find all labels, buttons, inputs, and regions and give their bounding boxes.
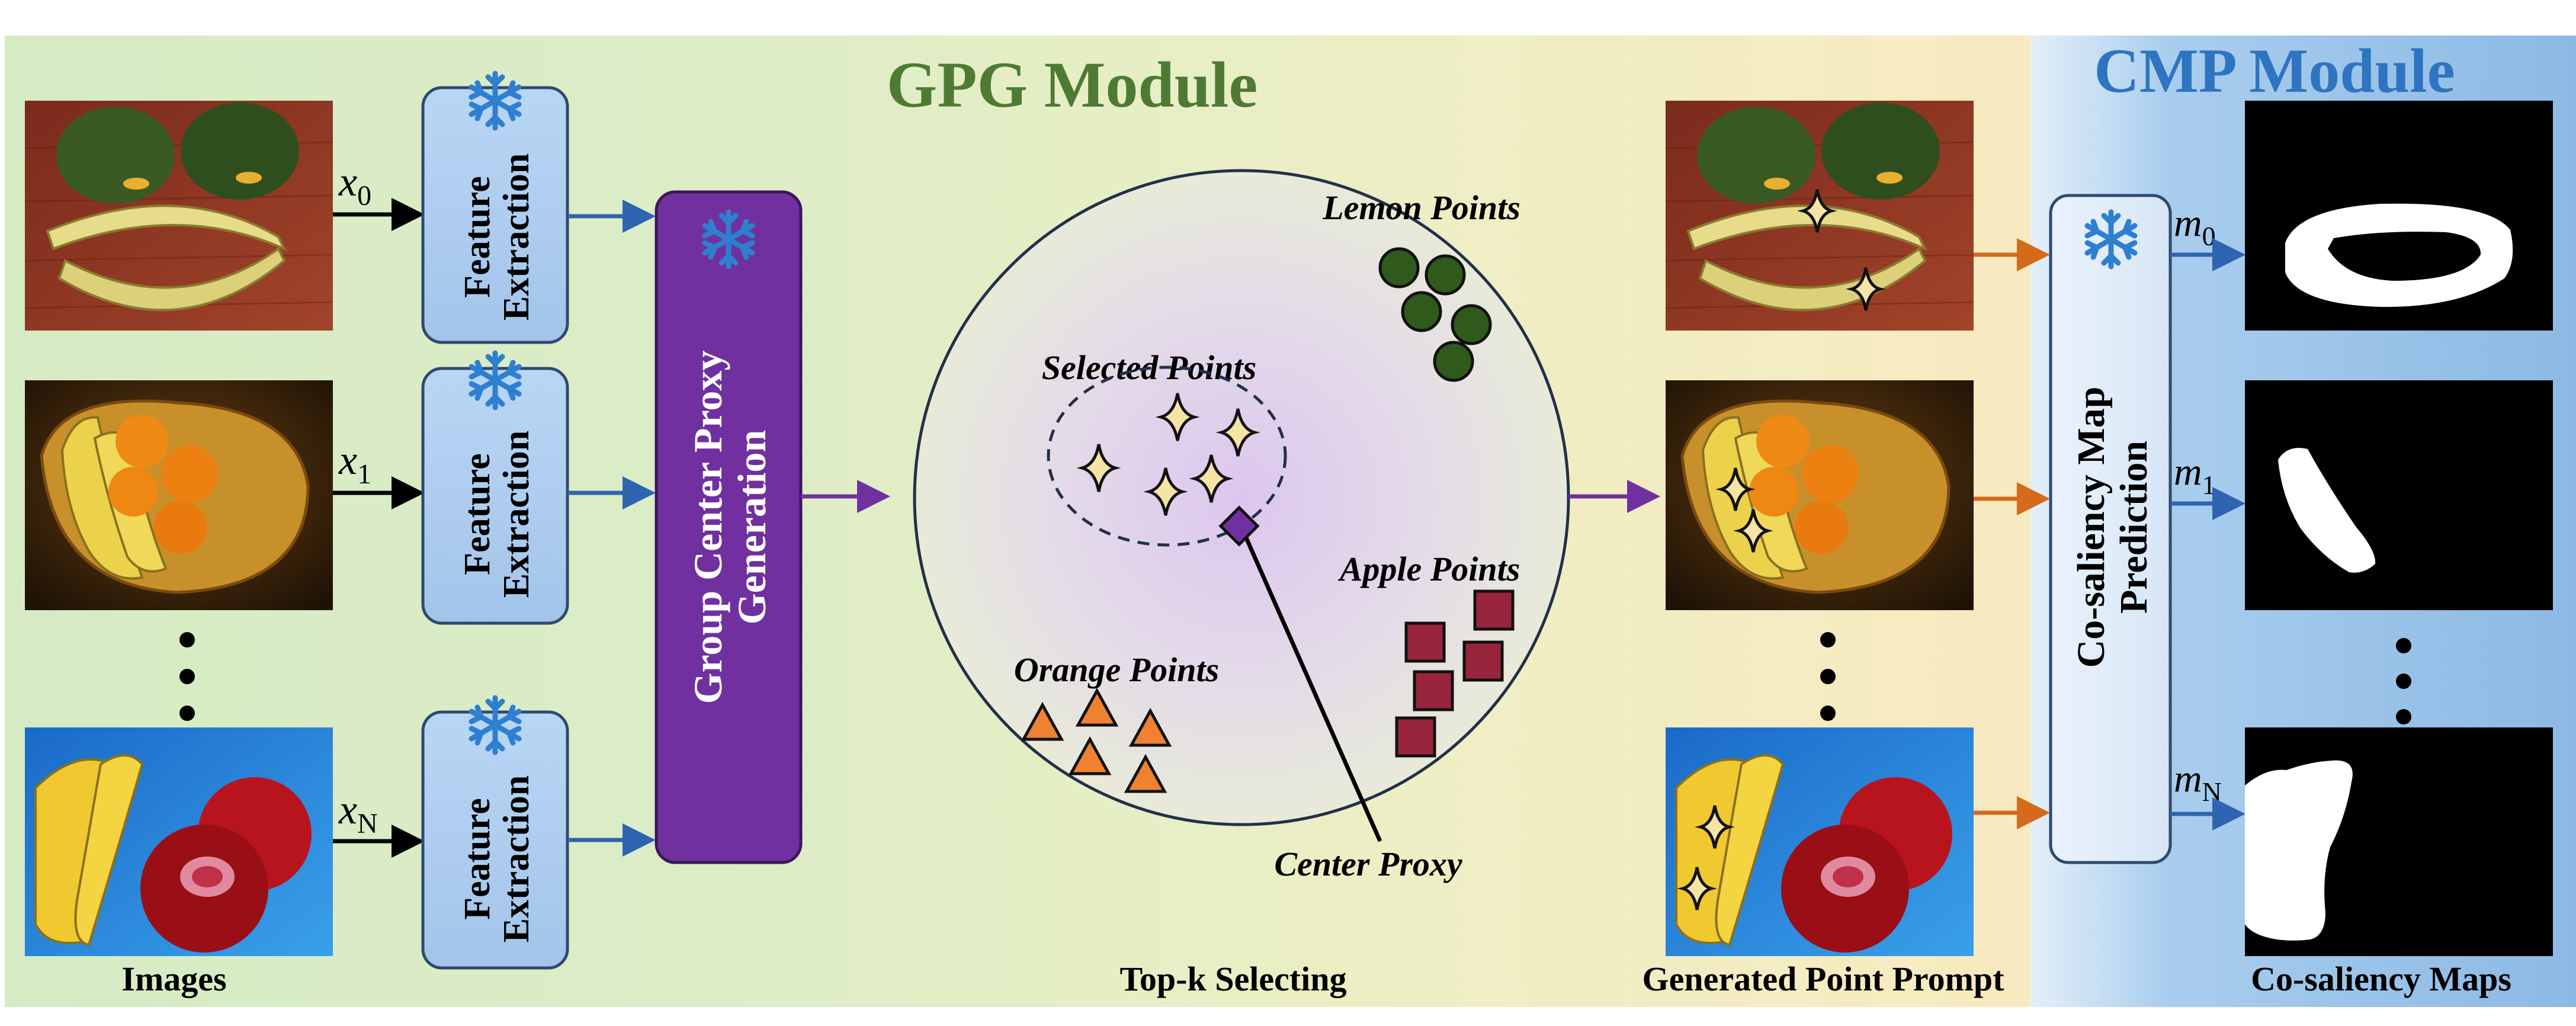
- co-saliency-map-prediction-box: Co-saliency Map Prediction: [2049, 194, 2172, 864]
- prompt-caption: Generated Point Prompt: [1642, 960, 2004, 998]
- output-label-m1: m1: [2174, 450, 2216, 500]
- svg-text:mN: mN: [2174, 757, 2222, 807]
- center-proxy-marker: [1218, 505, 1382, 842]
- input-ellipsis: [179, 632, 195, 721]
- svg-text:Generation: Generation: [729, 430, 774, 625]
- co-saliency-map-2: [2245, 380, 2553, 610]
- output-label-mN: mN: [2174, 757, 2222, 807]
- svg-text:Group Center Proxy: Group Center Proxy: [685, 351, 730, 704]
- input-image-2: [25, 380, 333, 610]
- svg-text:Co-saliency Map: Co-saliency Map: [2070, 387, 2113, 668]
- svg-text:Feature: Feature: [457, 798, 498, 919]
- svg-text:Extraction: Extraction: [496, 775, 537, 942]
- co-saliency-map-3: [2245, 727, 2553, 956]
- feature-extraction-box-3: Feature Extraction: [421, 698, 569, 970]
- center-proxy-label: Center Proxy: [1274, 845, 1462, 883]
- svg-text:Extraction: Extraction: [496, 431, 537, 598]
- orange-points: [1021, 687, 1172, 793]
- gpg-module-title: GPG Module: [887, 49, 1257, 121]
- group-center-proxy-box: Group Center Proxy Generation: [655, 190, 803, 864]
- feature-extraction-box-1: Feature Extraction: [421, 73, 569, 344]
- prompt-ellipsis: [1820, 632, 1836, 721]
- output-label-m0: m0: [2174, 201, 2216, 251]
- apple-points: [1395, 589, 1515, 758]
- svg-text:Extraction: Extraction: [496, 153, 537, 320]
- co-saliency-maps-caption: Co-saliency Maps: [2251, 960, 2511, 998]
- apple-points-label: Apple Points: [1338, 550, 1520, 588]
- images-caption: Images: [121, 960, 226, 998]
- input-image-3: [25, 727, 333, 956]
- svg-text:x1: x1: [338, 438, 371, 490]
- svg-text:m1: m1: [2174, 450, 2216, 500]
- lemon-points: [1378, 247, 1492, 382]
- svg-text:x0: x0: [338, 159, 371, 211]
- co-saliency-map-1: [2245, 101, 2553, 331]
- svg-text:Prediction: Prediction: [2112, 441, 2155, 614]
- input-image-1: [24, 101, 333, 331]
- svg-text:m0: m0: [2174, 201, 2216, 251]
- prompt-image-3: [1666, 727, 1974, 956]
- input-label-x1: x1: [338, 438, 371, 490]
- topk-feature-space: [913, 169, 1570, 826]
- orange-points-label: Orange Points: [1014, 650, 1219, 689]
- input-label-x0: x0: [338, 159, 371, 211]
- selected-points-region: [1047, 365, 1287, 547]
- svg-text:Feature: Feature: [457, 176, 498, 297]
- cmp-module-title: CMP Module: [2094, 36, 2455, 105]
- input-label-xN: xN: [338, 787, 378, 839]
- prompt-image-1: [1665, 101, 1974, 331]
- map-ellipsis: [2396, 638, 2411, 724]
- svg-text:Feature: Feature: [457, 453, 498, 575]
- svg-text:xN: xN: [338, 787, 378, 839]
- topk-caption: Top-k Selecting: [1120, 960, 1347, 998]
- feature-extraction-box-2: Feature Extraction: [421, 353, 569, 625]
- lemon-points-label: Lemon Points: [1322, 188, 1520, 227]
- prompt-image-2: [1666, 380, 1974, 610]
